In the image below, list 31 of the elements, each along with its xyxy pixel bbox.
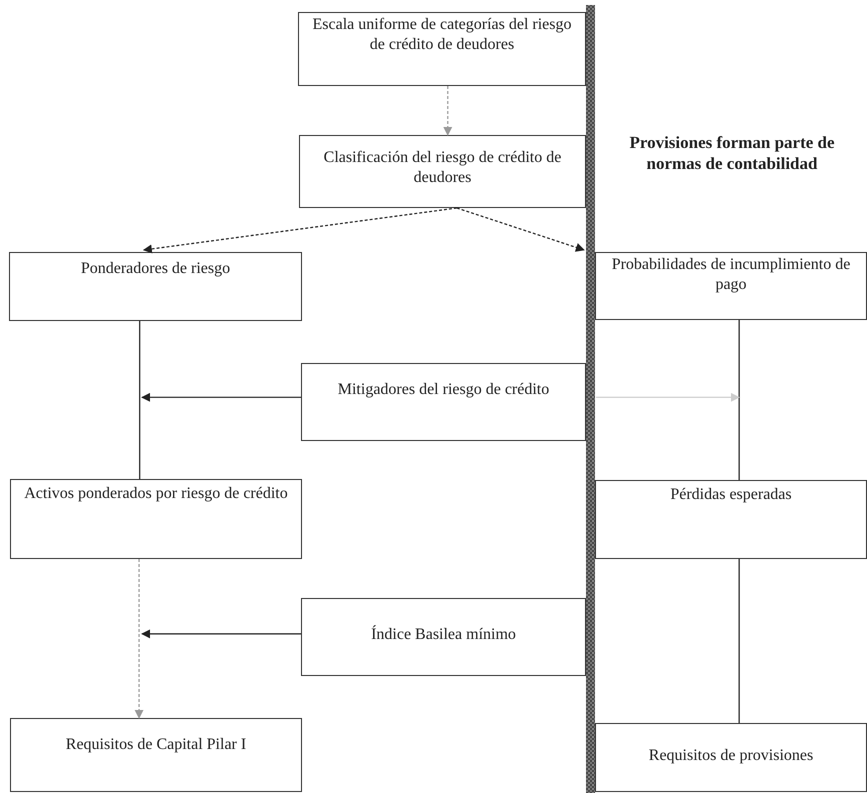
- arrow: [141, 629, 301, 638]
- process-box: [298, 12, 586, 86]
- arrow: [141, 392, 301, 402]
- connector-line: [139, 321, 140, 479]
- process-box: [9, 252, 302, 321]
- process-box: [10, 718, 302, 792]
- section-heading: Provisiones forman parte de normas de contabilidad: [628, 132, 836, 174]
- box-label: Ponderadores de riesgo: [80, 259, 232, 279]
- process-box: [595, 480, 867, 559]
- arrow: [443, 86, 452, 136]
- box-label: Requisitos de Capital Pilar I: [64, 735, 248, 755]
- arrow: [134, 559, 144, 719]
- box-label: Mitigadores del riesgo de crédito: [336, 380, 550, 400]
- box-label: Requisitos de provisiones: [648, 746, 814, 766]
- process-box: [301, 363, 586, 441]
- box-label: Activos ponderados por riesgo de crédito: [23, 484, 289, 504]
- box-label: Índice Basilea mínimo: [370, 625, 517, 645]
- arrow: [456, 207, 585, 252]
- process-box: [10, 479, 302, 559]
- arrow: [596, 392, 740, 402]
- box-label: Clasificación del riesgo de crédito de deudores: [322, 148, 562, 188]
- connector-line: [738, 559, 740, 723]
- process-box: [301, 598, 586, 676]
- process-box: [595, 252, 867, 320]
- connector-line: [738, 320, 740, 480]
- arrow: [142, 207, 457, 254]
- box-label: Pérdidas esperadas: [669, 485, 793, 505]
- box-label: Escala uniforme de categorías del riesgo de crédito de deudores: [312, 15, 572, 55]
- process-box: [595, 723, 867, 792]
- box-label: Probabilidades de incumplimiento de pago: [610, 255, 852, 295]
- process-box: [299, 135, 586, 208]
